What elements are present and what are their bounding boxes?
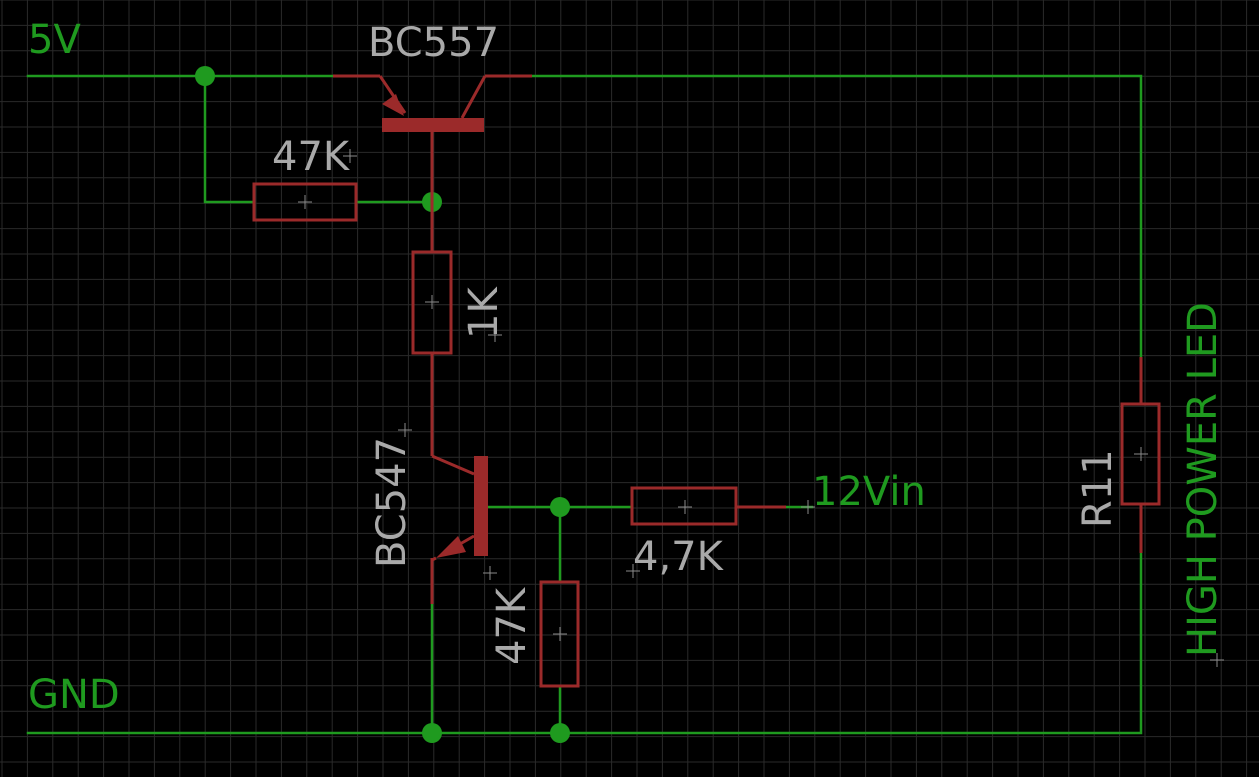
- junction-npn-base: [550, 497, 570, 517]
- label-origin-markers: [343, 149, 1224, 667]
- wires: [26, 74, 1143, 735]
- collector-resistor-label: 1K: [461, 286, 507, 339]
- junction-gnd-emitter: [422, 723, 442, 743]
- npn-transistor-label: BC547: [369, 437, 415, 568]
- resistor-47k-pulldown: [539, 580, 580, 688]
- net-label-12vin: 12Vin: [812, 469, 926, 515]
- net-label-gnd: GND: [28, 672, 120, 718]
- wire-collector-to-led: [530, 74, 1143, 359]
- resistor-4-7k: [630, 486, 786, 526]
- led-label: HIGH POWER LED: [1180, 302, 1226, 657]
- pulldown-resistor-label: 47K: [489, 586, 535, 665]
- pnp-base-resistor-label: 47K: [272, 134, 351, 180]
- pnp-transistor-label: BC557: [368, 20, 499, 66]
- junction-5v: [195, 66, 215, 86]
- wire-5v-to-47k: [203, 74, 256, 204]
- resistor-47k-top: [252, 182, 358, 222]
- resistor-r11: [1120, 357, 1161, 553]
- led-resistor-label: R11: [1075, 449, 1121, 528]
- net-label-5v: 5V: [28, 17, 81, 63]
- input-resistor-label: 4,7K: [633, 534, 725, 580]
- pnp-transistor-symbol: [333, 74, 532, 202]
- wire-gnd-rail: [26, 551, 1143, 735]
- resistor-1k: [411, 202, 453, 456]
- junction-gnd-pulldown: [550, 723, 570, 743]
- npn-transistor-symbol: [430, 454, 488, 604]
